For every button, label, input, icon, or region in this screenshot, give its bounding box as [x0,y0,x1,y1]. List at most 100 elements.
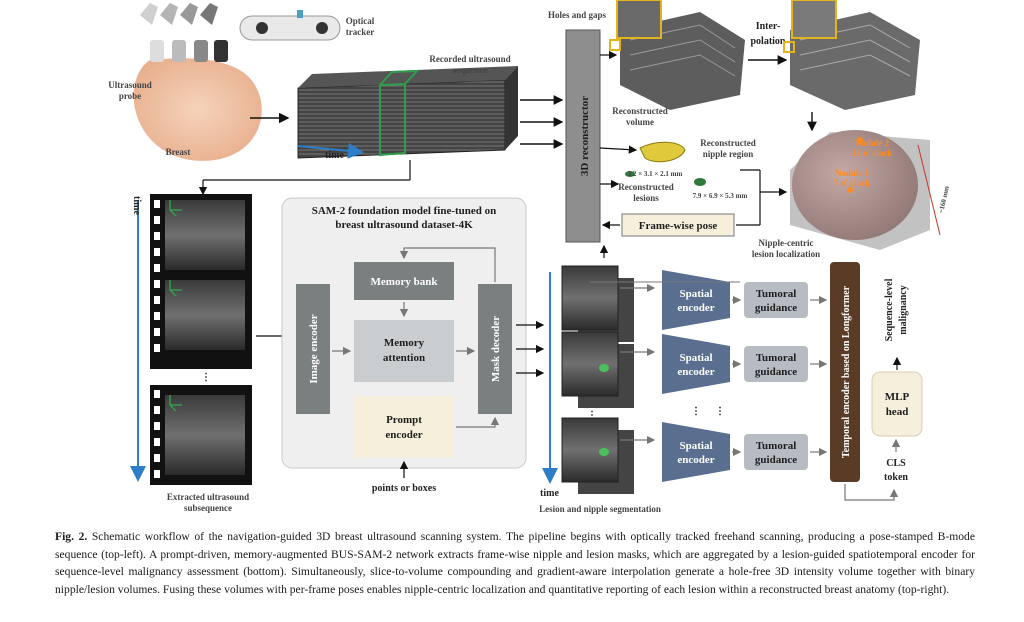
label-lesion-nipple-seg: Lesion and nipple segmentation [539,504,661,514]
label-holes-gaps: Holes and gaps [548,10,607,20]
scale-line [917,144,941,236]
workflow-figure: Optical tracker Ultrasound probe Breast … [108,0,951,514]
label-time-seg: time [540,488,559,499]
arrow-temporal-cls [844,484,899,501]
tumoral-guidance-3 [744,434,808,470]
label-scale-160: ~160 mm [937,185,951,214]
label-prompt-encoder-2: encoder [385,429,422,441]
label-time-top: time [325,150,344,161]
scanning-setup: Optical tracker Ultrasound probe Breast [108,3,375,161]
film-strip [150,194,252,485]
label-tumoral-3a: Tumoral [756,440,797,452]
label-reconstructor: 3D reconstructor [579,96,591,176]
optical-tracker-icon [239,10,341,41]
arrow-recon-nipple [599,145,638,154]
label-ultrasound-probe-2: probe [119,91,141,101]
localization-volume [790,130,941,250]
row-2 [620,334,828,394]
label-recorded-seq-1: Recorded ultrasound [429,54,510,64]
label-tumoral-2b: guidance [755,366,797,378]
label-lesion-size-2: 7.9 × 6.9 × 5.3 mm [693,192,748,200]
prompt-encoder-box [354,396,454,458]
arrow-dec-bank [399,247,496,282]
lesion-1-mesh [625,171,635,177]
spatial-encoder-3 [662,422,730,482]
label-ellipsis-seg: ⋮ [587,410,597,421]
memory-bank-box [354,262,454,300]
lesion-2-mesh [694,178,706,186]
label-tumoral-2a: Tumoral [756,352,797,364]
label-sam2-title-2: breast ultrasound dataset-4K [335,219,473,231]
label-time-left: time [131,196,142,215]
label-recon-nipple-1: Reconstructed [700,138,756,148]
label-tumoral-3b: guidance [755,454,797,466]
label-interpolation-1: Inter- [756,21,781,32]
reconstructor-box [565,29,601,243]
label-nipple-centric-1: Nipple-centric [759,238,814,248]
label-cls-token-2: token [884,472,908,483]
label-sequence-malignancy-2: malignancy [898,285,909,334]
label-mlp-head-1: MLP [885,391,910,403]
row-3 [620,422,828,482]
label-recon-lesions-2: lesions [633,193,659,203]
nodule-1-marker [847,187,853,193]
memory-attention-box [354,320,454,382]
mask-decoder-box [478,284,512,414]
label-extracted-2: subsequence [184,503,232,513]
label-ellipsis-enc: ⋮ [691,406,701,417]
label-optical-tracker-1: Optical [346,16,375,26]
label-breast: Breast [166,147,191,157]
label-sequence-malignancy-1: Sequence-level [884,278,895,341]
tumoral-guidance-1 [744,282,808,318]
label-frame-wise-pose: Frame-wise pose [639,220,718,232]
label-mlp-head-2: head [886,406,909,418]
label-tumoral-1a: Tumoral [756,288,797,300]
spatial-encoder-1 [662,270,730,330]
label-cls-token-1: CLS [886,458,906,469]
label-recon-volume-2: volume [626,117,654,127]
label-tumoral-1b: guidance [755,302,797,314]
label-nipple-centric-2: lesion localization [752,249,820,259]
label-spatial-1b: encoder [677,302,714,314]
seg-frames [561,265,634,494]
label-sam2-title-1: SAM-2 foundation model fine-tuned on [312,205,497,217]
frame-2 [165,280,245,350]
label-nodule2-1: Nodule 2 [855,138,890,148]
frame-1 [165,200,245,270]
label-recorded-seq-2: sequence [453,65,488,75]
label-memory-bank: Memory bank [371,276,439,288]
interpolated-volume [783,0,920,110]
nipple-region-mesh [639,141,686,163]
row-1 [590,270,828,330]
label-recon-lesions-1: Reconstructed [618,182,674,192]
label-interpolation-2: polation [750,36,785,47]
caption-fig-number: Fig. 2. [55,530,88,543]
time-arrow-top [297,142,364,159]
label-prompt-encoder-1: Prompt [386,414,422,426]
label-spatial-2a: Spatial [679,352,712,364]
mlp-head-box [871,371,923,437]
label-extracted-1: Extracted ultrasound [167,492,249,502]
ultrasound-probe-icon [140,3,228,62]
label-ellipsis-tum: ⋮ [715,406,725,417]
breast-shape [133,58,262,161]
reconstructed-volume-holes [609,0,745,110]
label-points-boxes: points or boxes [372,483,436,494]
label-memory-attention-1: Memory [384,337,425,349]
arrow-prompt-dec [456,416,500,428]
label-lesion-size-1: 3.2 × 3.1 × 2.1 mm [628,170,683,178]
nodule-2-marker [857,137,863,143]
label-mask-decoder: Mask decoder [490,316,502,382]
label-nodule1-1: Nodule 1 [835,168,870,178]
label-nodule2-2: 12 o' clock [852,148,893,158]
label-recon-nipple-2: nipple region [703,149,754,159]
label-optical-tracker-2: tracker [346,27,374,37]
recorded-sequence [297,66,518,159]
caption-text: Schematic workflow of the navigation-gui… [55,530,975,596]
label-image-encoder: Image encoder [308,314,320,383]
label-nodule1-2: 7 o' clock [834,178,870,188]
label-ultrasound-probe-1: Ultrasound [108,80,152,90]
label-spatial-1a: Spatial [679,288,712,300]
label-spatial-2b: encoder [677,366,714,378]
tumoral-guidance-2 [744,346,808,382]
